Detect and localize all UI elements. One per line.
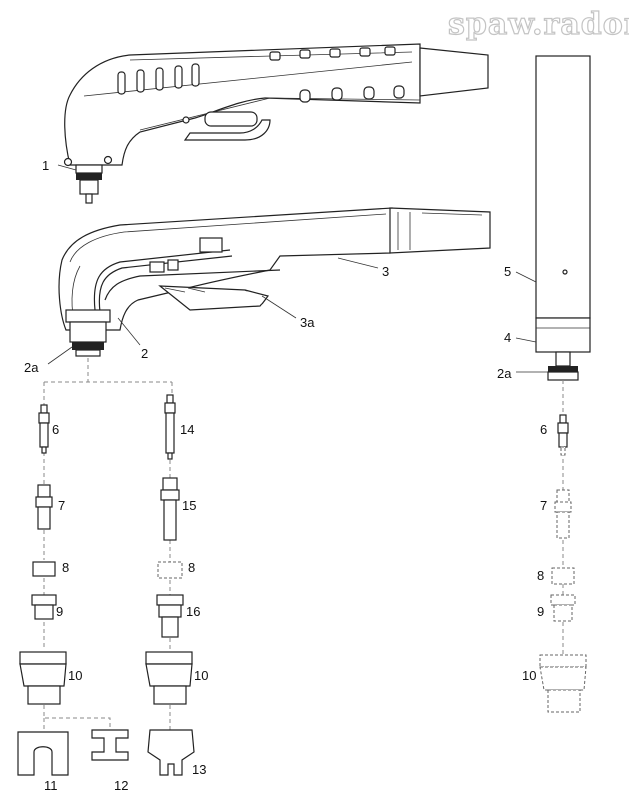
label-14: 14 — [180, 422, 194, 437]
label-11: 11 — [44, 778, 58, 793]
part-8-right — [551, 567, 575, 585]
label-10-middle: 10 — [194, 668, 208, 683]
part-10-middle — [145, 651, 193, 705]
label-3: 3 — [382, 264, 389, 279]
hand-torch-cutaway — [58, 207, 491, 357]
part-9-right — [550, 594, 576, 622]
hand-torch-assembled — [63, 43, 489, 204]
label-7-right: 7 — [540, 498, 547, 513]
label-8-left: 8 — [62, 560, 69, 575]
label-9-right: 9 — [537, 604, 544, 619]
part-11 — [17, 731, 69, 776]
label-2a-left: 2a — [24, 360, 39, 375]
part-7-right — [554, 489, 572, 539]
label-10-left: 10 — [68, 668, 82, 683]
label-10-right: 10 — [522, 668, 536, 683]
part-8-left — [32, 561, 56, 577]
part-10-right — [539, 654, 587, 713]
label-1: 1 — [42, 158, 49, 173]
part-6-right — [557, 414, 569, 456]
label-2: 2 — [141, 346, 148, 361]
part-7-left — [35, 484, 53, 530]
part-8-middle — [157, 561, 183, 579]
label-3a: 3a — [300, 315, 315, 330]
label-16: 16 — [186, 604, 200, 619]
label-4: 4 — [504, 330, 511, 345]
label-8-middle: 8 — [188, 560, 195, 575]
label-9-left: 9 — [56, 604, 63, 619]
label-2a-right: 2a — [497, 366, 512, 381]
part-9-left — [31, 594, 57, 620]
label-6-left: 6 — [52, 422, 59, 437]
part-16 — [156, 594, 184, 638]
part-15 — [160, 477, 180, 541]
label-12: 12 — [114, 778, 128, 793]
part-13 — [147, 729, 195, 776]
label-13: 13 — [192, 762, 206, 777]
label-15: 15 — [182, 498, 196, 513]
watermark: spaw.radom — [448, 7, 629, 42]
part-14 — [164, 394, 176, 460]
part-10-left — [19, 651, 67, 705]
label-5: 5 — [504, 264, 511, 279]
label-8-right: 8 — [537, 568, 544, 583]
label-6-right: 6 — [540, 422, 547, 437]
part-6-left — [38, 404, 50, 454]
machine-torch — [535, 55, 591, 381]
part-12 — [91, 729, 129, 761]
label-7-left: 7 — [58, 498, 65, 513]
